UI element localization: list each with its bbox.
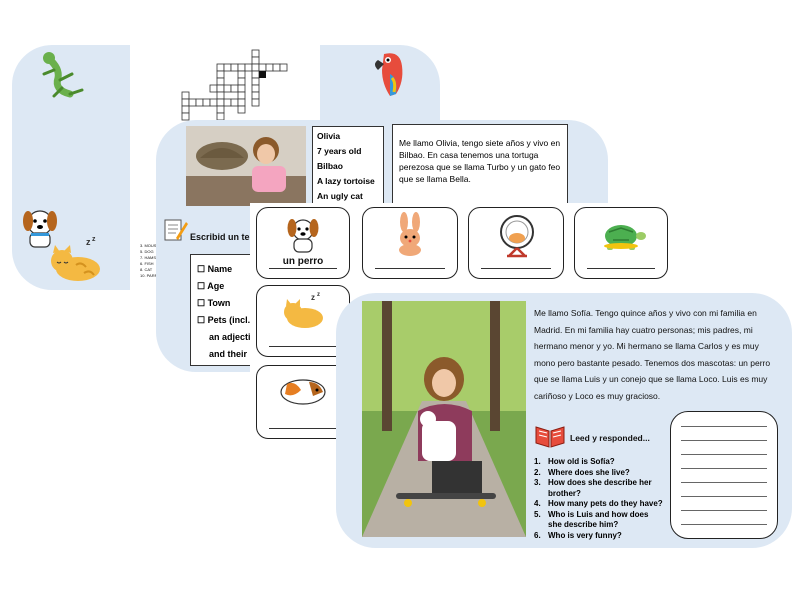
pet-card-cat: z z	[256, 285, 350, 357]
profile-name: Olivia	[317, 131, 341, 141]
writing-instruction: Escribid un te...	[190, 232, 258, 242]
lizard-icon	[42, 52, 84, 98]
answer-line	[269, 428, 337, 429]
photo-girl-dog-skateboard	[362, 301, 526, 537]
profile-town: Bilbao	[317, 161, 343, 171]
questions-heading: Leed y responded...	[570, 433, 650, 443]
olivia-text: Me llamo Olivia, tengo siete años y vivo…	[399, 138, 561, 184]
profile-age: 7 years old	[317, 146, 362, 156]
crossword-grid	[181, 49, 288, 121]
question-item: 2.Where does she live?	[534, 467, 630, 477]
dog-icon	[287, 219, 319, 253]
checklist-extra: and their ...	[209, 349, 258, 359]
pencil-paper-icon	[164, 219, 188, 241]
answer-line	[681, 482, 767, 483]
svg-text:z: z	[92, 236, 96, 243]
profile-pet-2: An ugly cat	[317, 191, 363, 201]
svg-text:z: z	[311, 293, 315, 302]
question-item: 4.How many pets do they have?	[534, 499, 663, 508]
questions-list: 1.How old is Sofía? 2.Where does she liv…	[534, 457, 664, 541]
profile-pet-1: A lazy tortoise	[317, 176, 375, 186]
clue: 8. CAT	[140, 267, 153, 272]
clue: 3. MOUSE	[140, 243, 160, 248]
clue: 6. FISH	[140, 261, 154, 266]
worksheet-sofia: Me llamo Sofía. Tengo quince años y vivo…	[336, 293, 792, 548]
dog-icon	[23, 210, 57, 248]
crossword-clues: 3. MOUSE 5. DOG 7. HAMST... 6. FISH 8. C…	[140, 243, 161, 279]
svg-text:z: z	[86, 237, 91, 247]
pet-label-dog: un perro	[282, 256, 324, 267]
answer-box	[670, 411, 778, 539]
pet-card-dog: un perro	[256, 207, 350, 279]
answer-line	[681, 524, 767, 525]
clue: 10. PARR...	[140, 273, 161, 278]
sofia-text: Me llamo Sofía. Tengo quince años y vivo…	[534, 308, 771, 401]
answer-line	[269, 346, 337, 347]
parrot-icon	[375, 53, 403, 96]
book-icon	[535, 426, 565, 448]
answer-line	[681, 510, 767, 511]
pet-card-guinea-pig	[256, 365, 350, 439]
question-item: 6.Who is very funny?	[534, 530, 622, 540]
checklist-item-town: ☐ Town	[197, 298, 231, 308]
guinea-pig-icon	[280, 379, 326, 405]
answer-line	[681, 496, 767, 497]
svg-text:z: z	[317, 292, 320, 298]
answer-line	[481, 268, 551, 269]
question-item: 1.How old is Sofía?	[534, 457, 615, 466]
question-item: 3.How does she describe her brother?	[534, 478, 652, 498]
checklist-item-pets: ☐ Pets (incl...	[197, 315, 256, 325]
answer-line	[681, 468, 767, 469]
answer-line	[587, 268, 655, 269]
checklist-extra: an adjecti...	[209, 332, 259, 342]
pet-card-hamster	[468, 207, 564, 279]
pet-card-rabbit	[362, 207, 458, 279]
olivia-text-box: Me llamo Olivia, tengo siete años y vivo…	[392, 124, 568, 206]
sleeping-cat-icon: z z	[51, 236, 100, 281]
hamster-wheel-icon	[500, 215, 534, 258]
tortoise-icon	[604, 225, 646, 250]
answer-line	[681, 440, 767, 441]
checklist-item-age: ☐ Age	[197, 281, 225, 291]
rabbit-icon	[399, 212, 421, 256]
photo-girl-tortoise	[186, 126, 306, 206]
answer-line	[681, 426, 767, 427]
answer-line	[375, 268, 445, 269]
pet-card-tortoise	[574, 207, 668, 279]
answer-line	[269, 268, 337, 269]
question-item: 5.Who is Luis and how does she describe …	[534, 509, 649, 530]
sleeping-cat-icon: z z	[284, 292, 323, 328]
clue: 5. DOG	[140, 249, 154, 254]
profile-box: Olivia 7 years old Bilbao A lazy tortois…	[312, 126, 384, 210]
clue: 7. HAMST...	[140, 255, 162, 260]
answer-line	[681, 454, 767, 455]
checklist-item-name: ☐ Name	[197, 264, 233, 274]
